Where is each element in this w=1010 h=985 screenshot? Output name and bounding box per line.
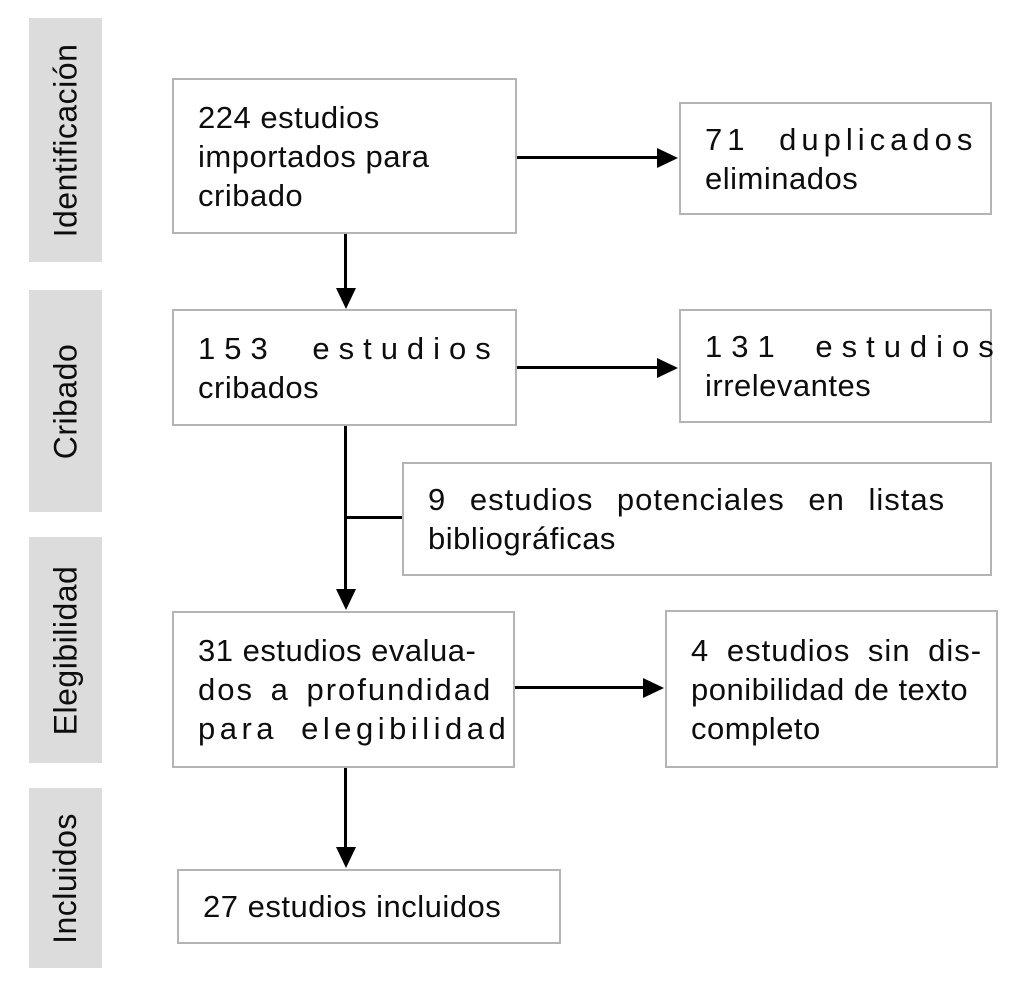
box-text-line: cribados xyxy=(198,369,320,405)
stage-label-text: Cribado xyxy=(47,343,83,459)
stage-label-text: Identificación xyxy=(47,43,83,237)
box-text-line: 224 estudios xyxy=(198,99,380,135)
box-text-line: 131 estudios xyxy=(705,329,1003,364)
box-text-line: completo xyxy=(691,710,821,746)
box-text-line: ponibilidad de texto xyxy=(691,671,969,707)
box-text-line: 4 estudios sin dis- xyxy=(691,632,983,668)
box-text-line: 153 estudios xyxy=(198,330,500,366)
stage-label-cribado: Cribado xyxy=(29,290,102,512)
box-text-line: 9 estudios potenciales en listas xyxy=(428,482,946,517)
stage-label-text: Incluidos xyxy=(47,812,84,944)
arrow-assessed-to-fulltext xyxy=(515,677,664,698)
arrow-imported-to-duplicates xyxy=(517,147,678,168)
flow-box-irrelevant-studies: 131 estudios irrelevantes xyxy=(679,309,1003,423)
flow-box-potential-studies: 9 estudios potenciales en listas bibliogr… xyxy=(402,462,992,576)
stage-label-text: Elegibilidad xyxy=(47,565,84,735)
flow-box-included-studies: 27 estudios incluidos xyxy=(177,869,561,944)
tee-connector-potential xyxy=(345,516,402,519)
box-text-line: 71 duplicados xyxy=(705,121,978,157)
box-text-line: bibliográficas xyxy=(428,521,616,556)
flow-box-assessed-studies: 31 estudios evalua-dos a profundidad para… xyxy=(172,611,515,768)
stage-label-elegibilidad: Elegibilidad xyxy=(29,537,102,763)
arrow-screened-to-assessed xyxy=(335,426,356,610)
box-text-line: importados para xyxy=(198,138,430,174)
box-text-line: irrelevantes xyxy=(705,368,872,403)
stage-label-incluidos: Incluidos xyxy=(29,788,102,968)
stage-label-identificacion: Identificación xyxy=(29,18,102,262)
arrow-screened-to-irrelevant xyxy=(517,357,678,378)
box-text-line: dos a profundidad xyxy=(198,672,493,707)
box-text-line: cribado xyxy=(198,177,304,213)
arrow-imported-to-screened xyxy=(335,234,356,309)
box-text-line: 31 estudios evalua- xyxy=(198,633,477,668)
box-text-line: eliminados xyxy=(705,160,859,196)
box-text-line: para elegibilidad xyxy=(198,711,511,746)
box-text-line: 27 estudios incluidos xyxy=(203,889,502,924)
arrow-assessed-to-included xyxy=(335,768,356,868)
